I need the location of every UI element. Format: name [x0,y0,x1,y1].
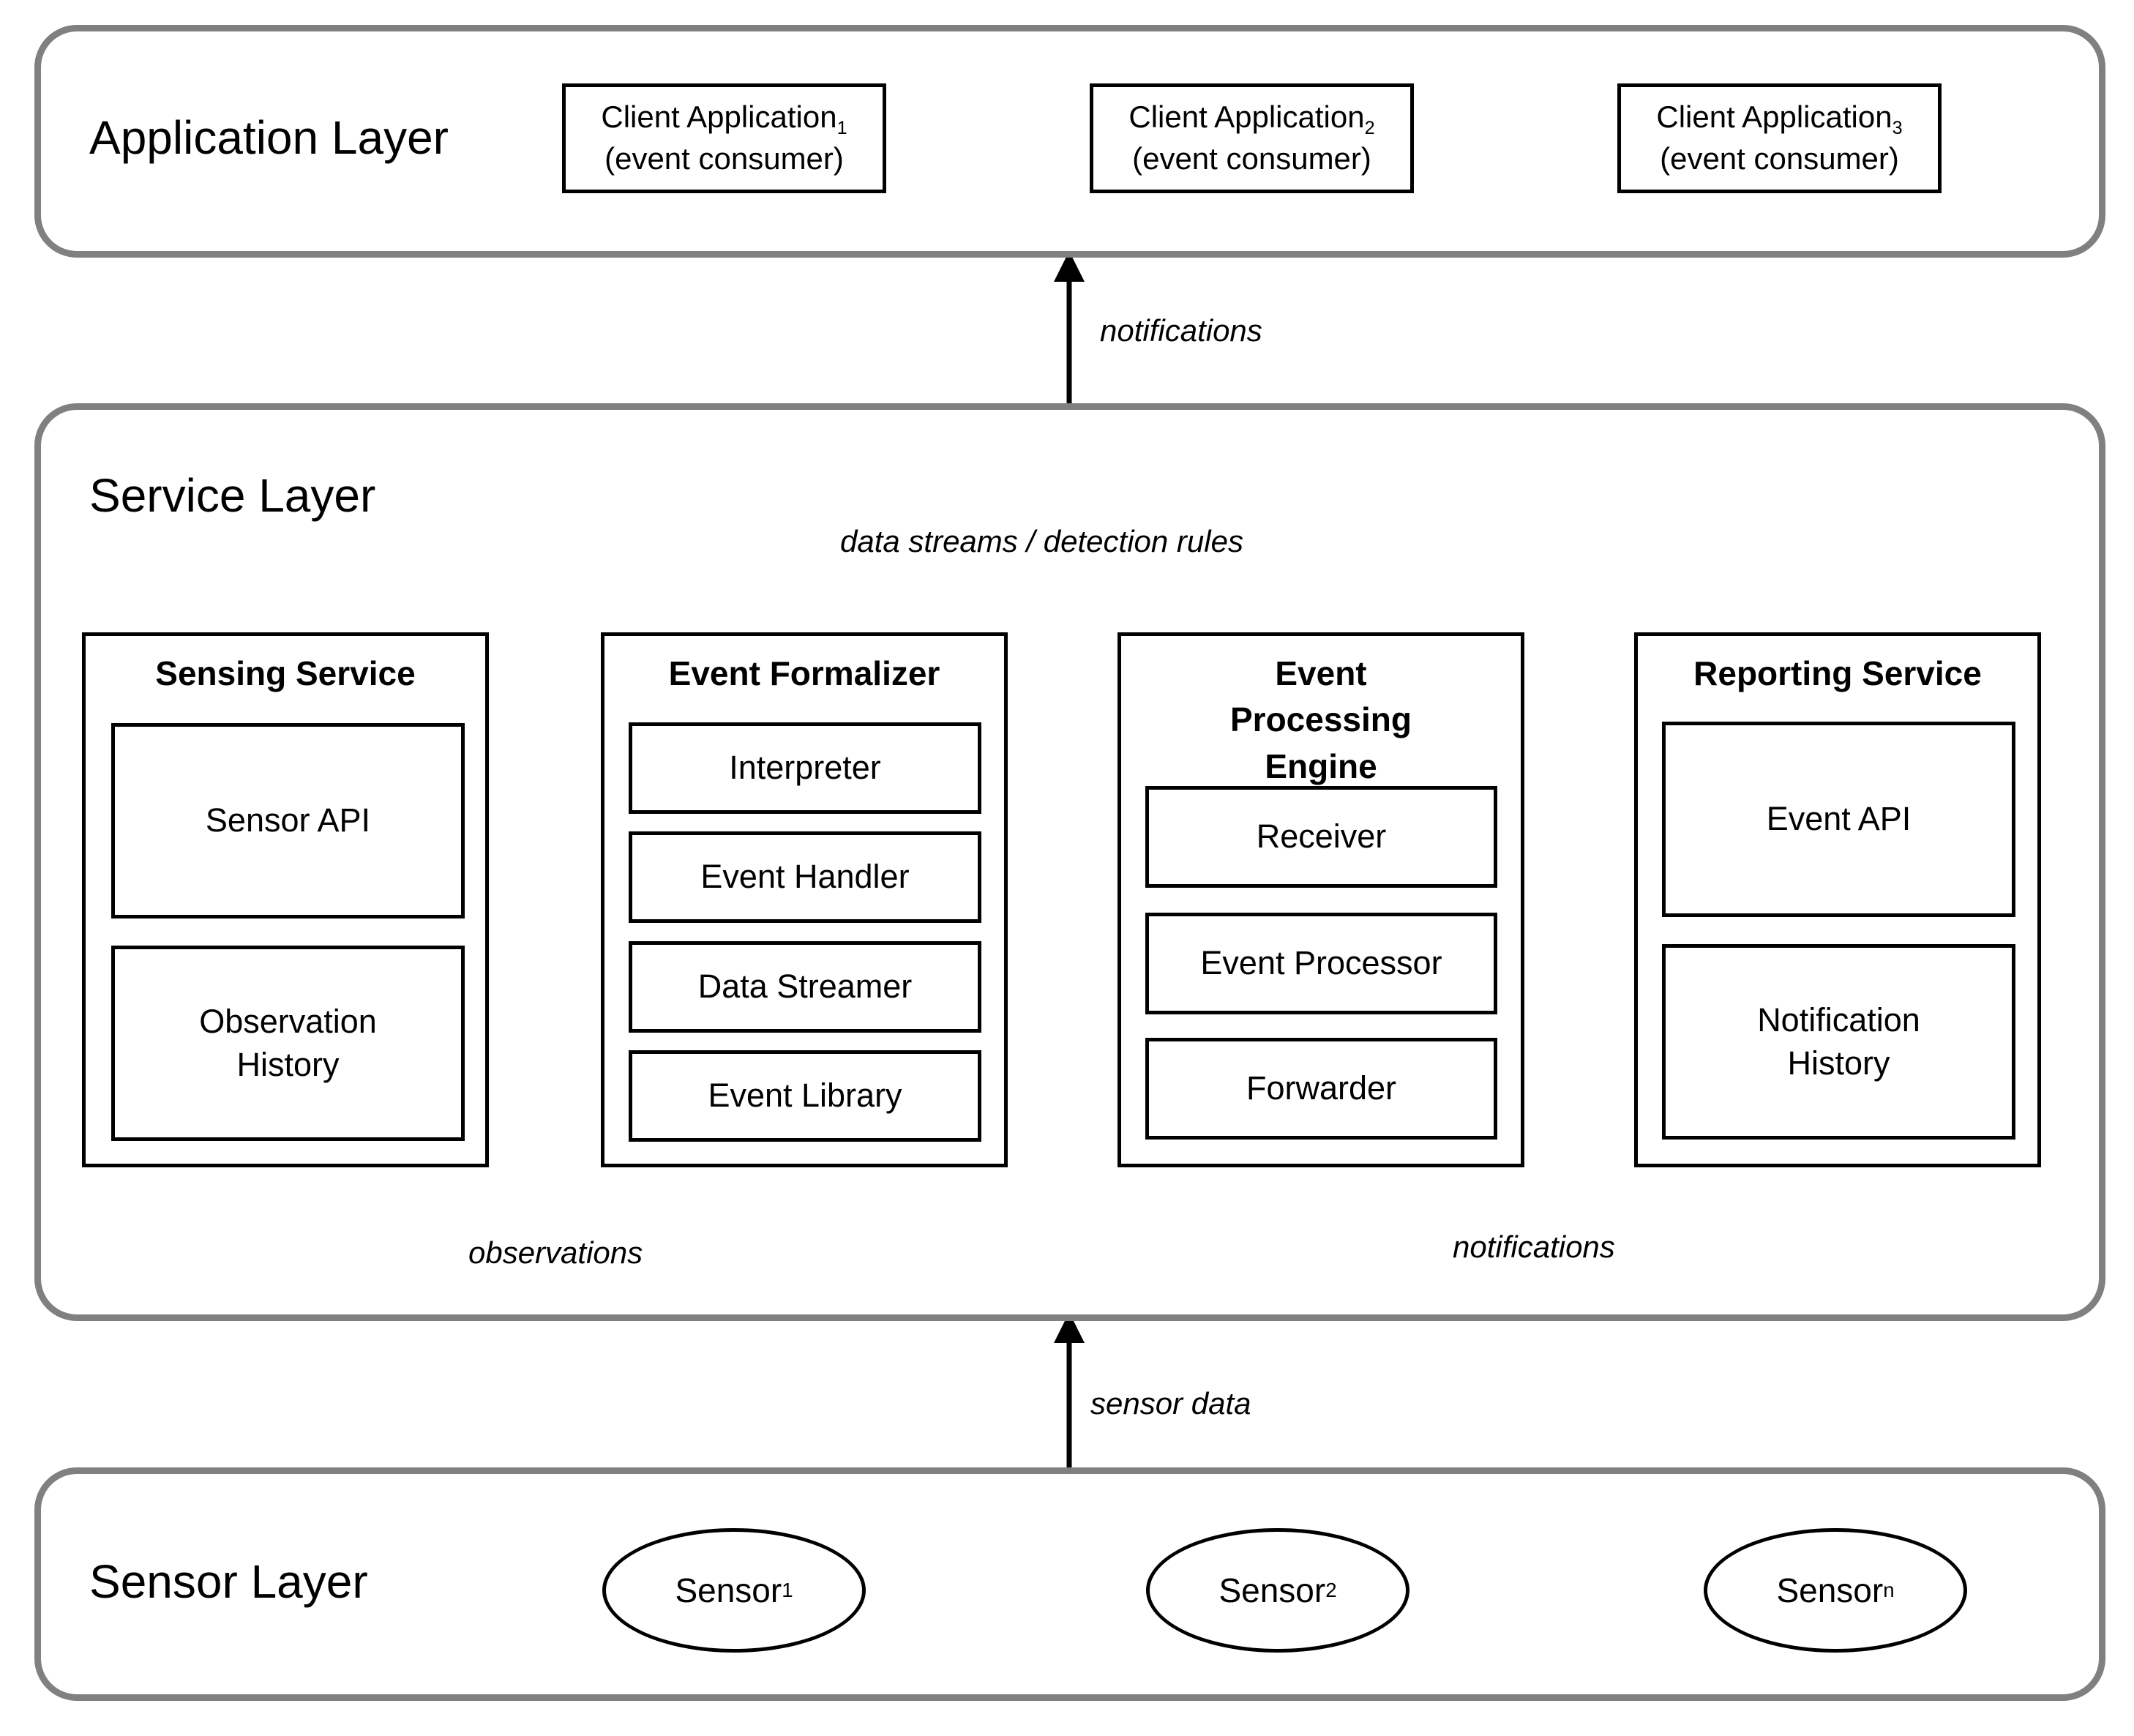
event-handler: Event Handler [629,831,981,923]
notifications-internal-label: notifications [1453,1230,1615,1264]
client-application-1: Client Application1 (event consumer) [562,83,886,193]
forwarder: Forwarder [1145,1038,1497,1140]
observations-label: observations [468,1235,643,1270]
sensor-data-label: sensor data [1090,1386,1251,1421]
event-processing-engine-title: Event Processing Engine [1230,654,1412,785]
client-application-3: Client Application3 (event consumer) [1617,83,1942,193]
event-formalizer-title: Event Formalizer [668,654,940,692]
data-streamer: Data Streamer [629,941,981,1033]
sensor-api: Sensor API [111,723,465,918]
notification-history: Notification History [1662,944,2015,1140]
event-library: Event Library [629,1050,981,1142]
receiver: Receiver [1145,786,1497,888]
service-layer-title: Service Layer [89,469,376,522]
sensing-service-title: Sensing Service [155,654,416,692]
data-streams-label: data streams / detection rules [840,524,1243,558]
event-api: Event API [1662,722,2015,917]
client-application-2: Client Application2 (event consumer) [1090,83,1414,193]
notifications-label: notifications [1100,313,1262,348]
event-processor: Event Processor [1145,913,1497,1014]
application-layer: Application Layer [34,25,2105,258]
reporting-service-title: Reporting Service [1693,654,1982,692]
interpreter: Interpreter [629,722,981,814]
sensor-layer-title: Sensor Layer [89,1555,368,1608]
application-layer-title: Application Layer [89,111,449,164]
observation-history: Observation History [111,946,465,1141]
